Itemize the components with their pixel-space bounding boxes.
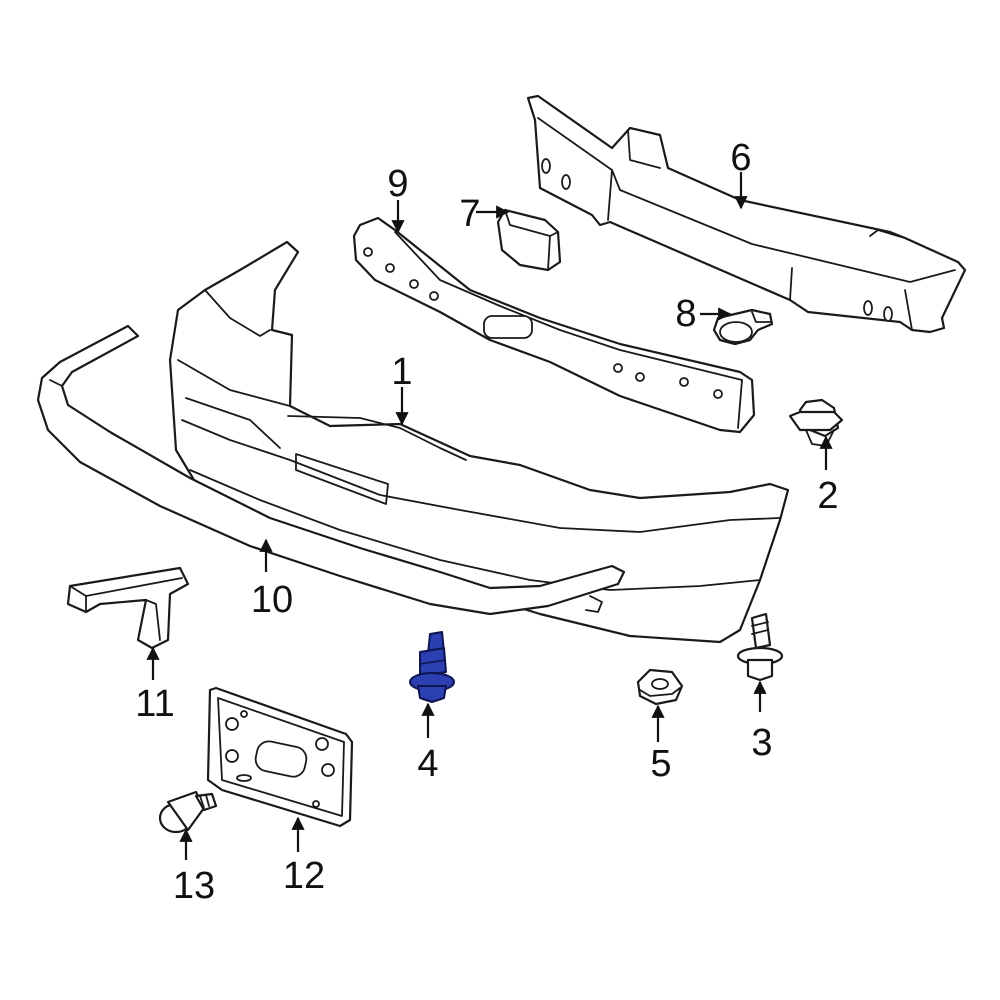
part-3-bolt[interactable] xyxy=(736,612,784,682)
part-9-energy-absorber[interactable] xyxy=(352,216,756,434)
part-13-bulb[interactable] xyxy=(158,790,218,834)
part-12-license-bracket[interactable] xyxy=(206,686,354,828)
leader-lines xyxy=(146,172,833,860)
part-6-impact-bar[interactable] xyxy=(526,94,967,334)
callout-3: 3 xyxy=(751,722,772,764)
callout-2: 2 xyxy=(817,475,838,517)
callout-5: 5 xyxy=(650,743,671,785)
part-5-nut[interactable] xyxy=(636,668,684,706)
callout-12: 12 xyxy=(283,855,325,897)
callout-11: 11 xyxy=(135,683,174,725)
part-2-push-clip[interactable] xyxy=(788,398,844,447)
callout-10: 10 xyxy=(251,579,293,621)
callout-1: 1 xyxy=(391,351,412,393)
callout-13: 13 xyxy=(173,865,215,907)
callout-8: 8 xyxy=(675,293,696,335)
callout-4: 4 xyxy=(417,743,438,785)
part-4-retainer-highlighted[interactable] xyxy=(409,631,455,703)
part-7-spacer[interactable] xyxy=(496,208,562,272)
callout-6: 6 xyxy=(730,137,751,179)
part-11-bracket[interactable] xyxy=(66,566,190,650)
part-10-lower-strip[interactable] xyxy=(36,324,626,616)
callout-7: 7 xyxy=(459,193,480,235)
callout-9: 9 xyxy=(387,163,408,205)
callout-labels: 1 2 3 4 5 6 7 8 9 10 11 12 13 xyxy=(135,137,838,907)
